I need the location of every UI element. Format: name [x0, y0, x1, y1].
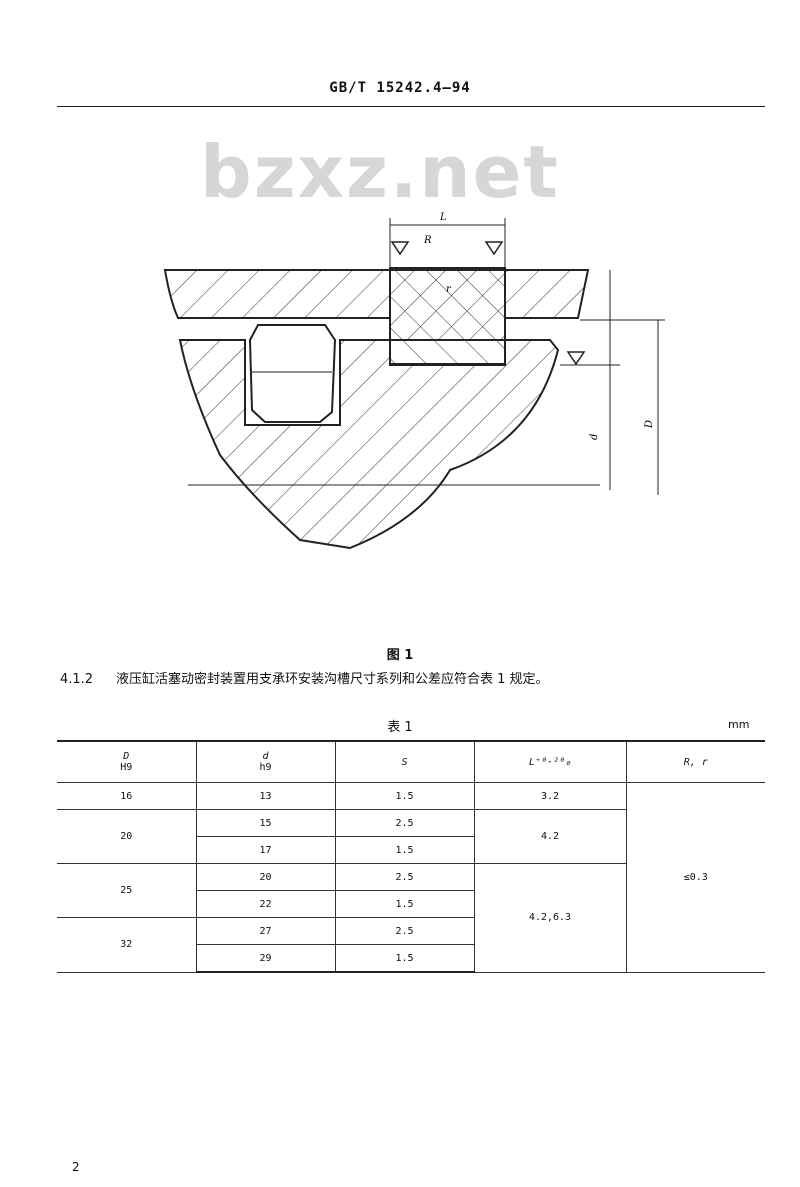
- cell-d: 15: [195, 809, 336, 837]
- clause-text: 液压缸活塞动密封装置用支承环安装沟槽尺寸系列和公差应符合表 1 规定。: [116, 672, 549, 687]
- header-Rr: R, r: [625, 740, 765, 783]
- header-L: L⁺⁰·²⁰₀: [473, 740, 627, 783]
- cell-S: 1.5: [334, 944, 475, 973]
- table-row: 16 13 1.5 3.2 ≤0.3: [57, 782, 765, 973]
- clause-4-1-2: 4.1.2 液压缸活塞动密封装置用支承环安装沟槽尺寸系列和公差应符合表 1 规定。: [60, 668, 549, 687]
- cell-D: 32: [57, 917, 197, 973]
- groove-drawing: L R r d D: [163, 212, 665, 550]
- radius-R-label: R: [423, 235, 432, 246]
- cell-d: 13: [195, 782, 336, 810]
- clause-number: 4.1.2: [60, 672, 94, 687]
- cell-S: 2.5: [334, 863, 475, 891]
- dim-L-label: L: [439, 212, 447, 223]
- cell-S: 1.5: [334, 836, 475, 864]
- cell-L: 4.2: [473, 809, 627, 864]
- cell-d: 27: [195, 917, 336, 945]
- cell-d: 20: [195, 863, 336, 891]
- document-code: GB/T 15242.4—94: [329, 80, 471, 96]
- page-number: 2: [72, 1160, 80, 1174]
- cell-d: 17: [196, 836, 336, 864]
- cylinder-wall: [163, 269, 590, 341]
- seal-element: [248, 324, 337, 423]
- cell-S: 2.5: [334, 917, 475, 945]
- cell-d: 22: [196, 890, 336, 918]
- table-unit: mm: [728, 718, 750, 731]
- cell-L: 3.2: [473, 782, 627, 810]
- cell-S: 1.5: [334, 890, 475, 918]
- figure-caption: 图 1: [386, 648, 414, 663]
- cell-S: 1.5: [334, 782, 475, 810]
- cell-D: 20: [57, 809, 197, 864]
- roughness-symbol-right: [484, 241, 504, 256]
- guide-ring: [389, 267, 506, 365]
- table-row: 20 15 2.5 4.2: [57, 809, 765, 864]
- cell-L: 4.2,6.3: [473, 863, 627, 973]
- radius-r-label: r: [446, 284, 452, 295]
- roughness-symbol-groove: [566, 351, 586, 366]
- cell-Rr: ≤0.3: [625, 782, 765, 973]
- cell-S: 2.5: [334, 809, 475, 837]
- header-rule: [57, 106, 765, 107]
- table-row: 29 1.5: [57, 944, 765, 973]
- table-row: 32 27 2.5: [57, 917, 765, 973]
- cell-D: 25: [57, 863, 197, 918]
- cell-d: 29: [196, 944, 336, 973]
- dim-d-label: d: [589, 434, 600, 440]
- watermark: bzxz.net: [200, 130, 560, 214]
- table-row: 22 1.5: [57, 890, 765, 918]
- piston-body: [178, 339, 560, 550]
- dim-D-label: D: [644, 420, 655, 429]
- roughness-symbol-left: [390, 241, 410, 256]
- cell-D: 16: [57, 782, 197, 810]
- table-caption: 表 1: [387, 720, 413, 735]
- header-S: S: [334, 740, 475, 783]
